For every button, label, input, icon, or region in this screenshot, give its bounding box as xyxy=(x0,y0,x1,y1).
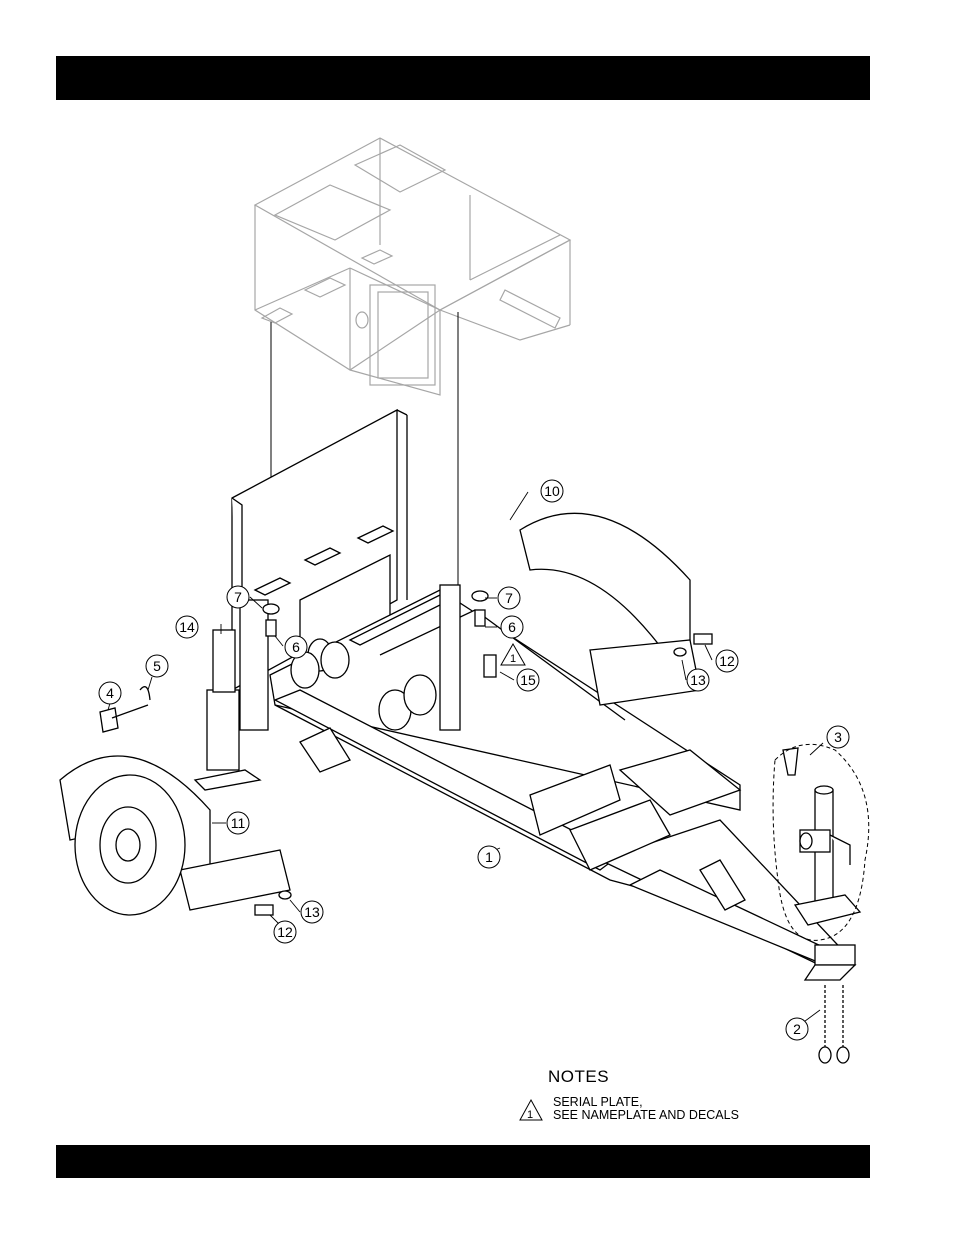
callout-14: 14 xyxy=(176,616,198,638)
note-item: 1 SERIAL PLATE, SEE NAMEPLATE AND DECALS xyxy=(518,1096,848,1128)
callout-11: 11 xyxy=(227,812,249,834)
callout-5: 5 xyxy=(146,655,168,677)
callout-2: 2 xyxy=(786,1018,808,1040)
callout-label: 12 xyxy=(719,653,735,669)
callout-label: 6 xyxy=(292,639,300,655)
callout-label: 4 xyxy=(106,685,114,701)
callout-1: 1 xyxy=(478,846,500,868)
note-line-2: SEE NAMEPLATE AND DECALS xyxy=(553,1109,739,1122)
callout-15: 15 xyxy=(517,669,539,691)
callout-label: 13 xyxy=(690,672,706,688)
callout-12: 12 xyxy=(274,921,296,943)
callout-6: 6 xyxy=(501,616,523,638)
callout-label: 5 xyxy=(153,658,161,674)
callout-13: 13 xyxy=(687,669,709,691)
callout-13: 13 xyxy=(301,901,323,923)
callout-12: 12 xyxy=(716,650,738,672)
callout-label: 12 xyxy=(277,924,293,940)
callout-label: 3 xyxy=(834,729,842,745)
svg-text:1: 1 xyxy=(510,653,516,665)
trailer-frame xyxy=(60,410,860,1063)
callout-label: 11 xyxy=(231,815,246,831)
callout-7: 7 xyxy=(498,587,520,609)
notes-title: NOTES xyxy=(548,1067,609,1087)
callout-label: 15 xyxy=(520,672,536,688)
callout-label: 7 xyxy=(505,590,513,606)
callout-label: 1 xyxy=(485,849,493,865)
callout-label: 13 xyxy=(304,904,320,920)
callout-7: 7 xyxy=(227,586,249,608)
callout-4: 4 xyxy=(99,682,121,704)
callout-label: 2 xyxy=(793,1021,801,1037)
callout-label: 6 xyxy=(508,619,516,635)
callout-label: 14 xyxy=(179,619,195,635)
callout-label: 10 xyxy=(544,483,560,499)
warning-triangle-icon: 1 xyxy=(518,1098,544,1122)
callout-6: 6 xyxy=(285,636,307,658)
callout-label: 7 xyxy=(234,589,242,605)
callout-10: 10 xyxy=(541,480,563,502)
ghost-enclosure xyxy=(255,138,570,395)
note-text: SERIAL PLATE, SEE NAMEPLATE AND DECALS xyxy=(553,1096,739,1122)
note-marker: 1 xyxy=(527,1109,533,1121)
callout-3: 3 xyxy=(827,726,849,748)
